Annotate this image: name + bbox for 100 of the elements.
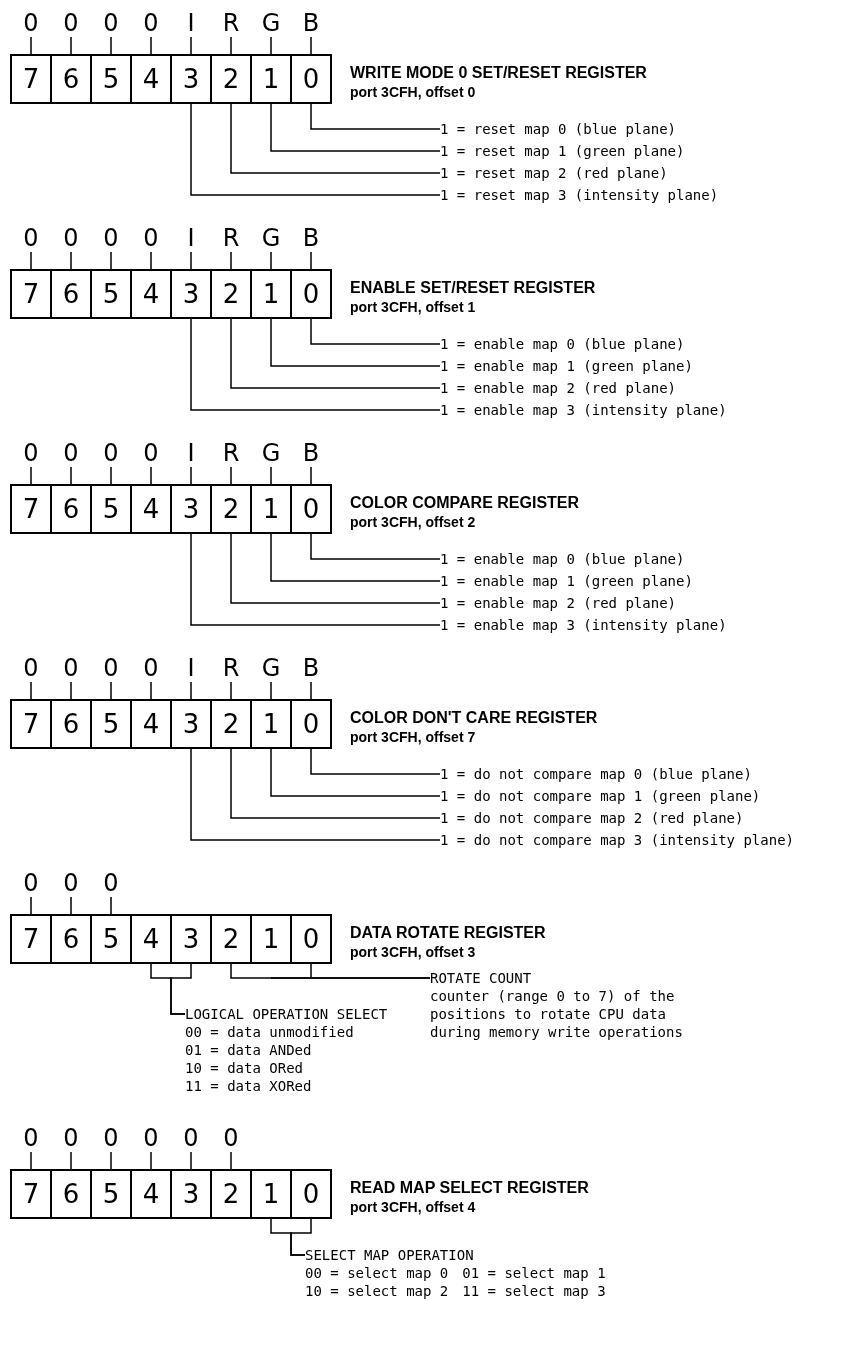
bit-value-label: I	[176, 10, 206, 36]
tick-line	[270, 251, 272, 270]
bit-number-cell: 4	[130, 914, 172, 964]
bit-value-label: 0	[56, 655, 86, 681]
register-title: COLOR DON'T CARE REGISTER	[350, 709, 598, 727]
bit-description: 1 = enable map 2 (red plane)	[440, 592, 676, 614]
bit-description: 1 = do not compare map 3 (intensity plane)	[440, 829, 794, 851]
field-description: counter (range 0 to 7) of the positions to rotate CPU data during memory write operations	[430, 987, 684, 1041]
tick-line	[270, 681, 272, 700]
bit-value-label: 0	[56, 440, 86, 466]
tick-line	[110, 896, 112, 915]
bit-description: 1 = enable map 1 (green plane)	[440, 355, 693, 377]
bit-number-cell: 5	[90, 699, 132, 749]
bit-value-label: 0	[56, 1125, 86, 1151]
bit-description: 1 = reset map 1 (green plane)	[440, 140, 685, 162]
port-address: port 3CFH, offset 0	[350, 84, 476, 100]
field-heading: ROTATE COUNT	[430, 969, 533, 987]
bit-value-label: 0	[136, 225, 166, 251]
tick-line	[310, 251, 312, 270]
tick-line	[270, 36, 272, 55]
leader-line	[270, 748, 441, 797]
bit-value-label: B	[296, 10, 326, 36]
tick-line	[190, 1151, 192, 1170]
bit-number-cell: 6	[50, 54, 92, 104]
port-address: port 3CFH, offset 4	[350, 1199, 476, 1215]
tick-line	[150, 1151, 152, 1170]
bit-value-label: 0	[56, 225, 86, 251]
tick-line	[150, 466, 152, 485]
bit-number-cell: 5	[90, 484, 132, 534]
bit-value-label: B	[296, 655, 326, 681]
bit-value-label: 0	[16, 225, 46, 251]
bit-value-label: G	[256, 225, 286, 251]
port-address: port 3CFH, offset 7	[350, 729, 476, 745]
bit-number-cell: 2	[210, 699, 252, 749]
bit-number-cell: 5	[90, 1169, 132, 1219]
bit-value-label: 0	[96, 870, 126, 896]
bit-number-cell: 7	[10, 699, 52, 749]
tick-line	[230, 251, 232, 270]
bit-value-label: I	[176, 440, 206, 466]
bit-value-label: 0	[16, 10, 46, 36]
bit-value-label: I	[176, 655, 206, 681]
bit-number-cell: 1	[250, 484, 292, 534]
register-title: ENABLE SET/RESET REGISTER	[350, 279, 596, 297]
bit-value-label: G	[256, 440, 286, 466]
port-address: port 3CFH, offset 1	[350, 299, 476, 315]
bit-value-label: 0	[136, 1125, 166, 1151]
bit-value-label: B	[296, 440, 326, 466]
tick-line	[70, 1151, 72, 1170]
field-description: 00 = select map 0	[305, 1264, 449, 1282]
bit-description: 1 = enable map 0 (blue plane)	[440, 548, 685, 570]
tick-line	[230, 466, 232, 485]
bit-number-cell: 3	[170, 1169, 212, 1219]
leader-line	[310, 533, 441, 560]
bit-description: 1 = enable map 0 (blue plane)	[440, 333, 685, 355]
tick-line	[70, 251, 72, 270]
bit-number-cell: 5	[90, 54, 132, 104]
bit-number-cell: 6	[50, 269, 92, 319]
bit-number-cell: 1	[250, 699, 292, 749]
field-description: 11 = data XORed	[185, 1077, 313, 1095]
tick-line	[70, 896, 72, 915]
bit-value-label: I	[176, 225, 206, 251]
leader-line	[190, 748, 441, 841]
bit-value-label: 0	[56, 870, 86, 896]
tick-line	[310, 36, 312, 55]
bit-value-label: B	[296, 225, 326, 251]
bit-number-cell: 7	[10, 54, 52, 104]
bit-number-cell: 0	[290, 54, 332, 104]
bit-value-label: 0	[216, 1125, 246, 1151]
bit-number-cell: 2	[210, 269, 252, 319]
bit-number-cell: 3	[170, 484, 212, 534]
leader-line	[230, 318, 441, 389]
field-description: 11 = select map 3	[462, 1282, 606, 1300]
bit-number-cell: 3	[170, 914, 212, 964]
field-description: 10 = select map 2	[305, 1282, 449, 1300]
bit-number-cell: 4	[130, 484, 172, 534]
leader-line	[190, 318, 441, 411]
bit-value-label: R	[216, 655, 246, 681]
leader-line	[230, 533, 441, 604]
register-title: WRITE MODE 0 SET/RESET REGISTER	[350, 64, 647, 82]
field-description: 10 = data ORed	[185, 1059, 304, 1077]
leader-line	[310, 103, 441, 130]
bit-description: 1 = do not compare map 2 (red plane)	[440, 807, 744, 829]
bit-value-label: 0	[136, 440, 166, 466]
bit-number-cell: 6	[50, 1169, 92, 1219]
bit-number-cell: 5	[90, 914, 132, 964]
bit-value-label: 0	[96, 10, 126, 36]
leader-line	[270, 963, 431, 979]
bit-value-label: 0	[96, 655, 126, 681]
tick-line	[30, 1151, 32, 1170]
bit-number-cell: 0	[290, 484, 332, 534]
leader-line	[270, 533, 441, 582]
bit-number-cell: 6	[50, 699, 92, 749]
tick-line	[150, 681, 152, 700]
leader-line	[190, 103, 441, 196]
leader-line	[310, 748, 441, 775]
tick-line	[30, 896, 32, 915]
bit-value-label: 0	[96, 225, 126, 251]
tick-line	[30, 36, 32, 55]
bit-number-cell: 4	[130, 269, 172, 319]
bit-number-cell: 2	[210, 484, 252, 534]
